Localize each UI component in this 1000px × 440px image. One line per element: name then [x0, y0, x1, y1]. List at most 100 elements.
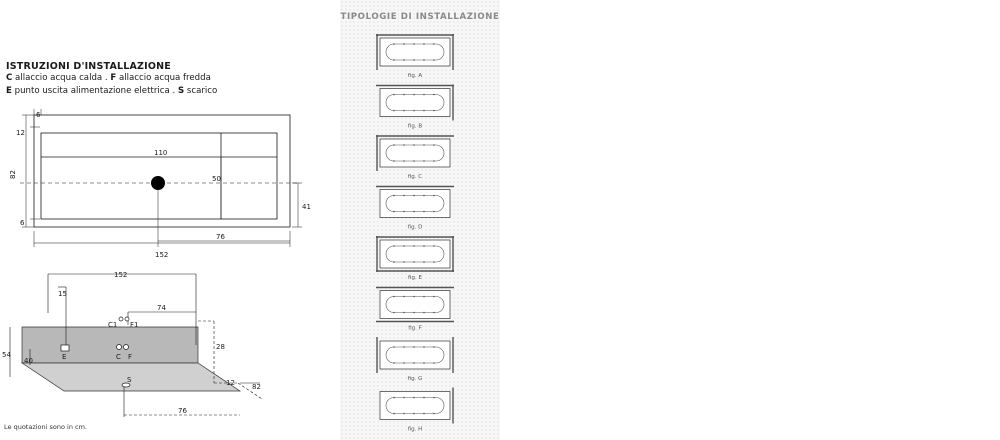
jet-dot [413, 412, 415, 415]
drain-connection [121, 382, 131, 388]
jet-dot [393, 261, 395, 263]
tub-outline [379, 239, 451, 269]
jet-dot [433, 346, 435, 348]
dim-label-41: 41 [302, 203, 311, 211]
tub-basin [385, 245, 445, 263]
iso-dim-label-76: 76 [178, 407, 187, 415]
drain-hole [151, 176, 165, 190]
jet-dot [433, 396, 435, 399]
label-f1: F1 [130, 321, 138, 329]
dim-label-50: 50 [212, 175, 221, 183]
jet-dot [403, 93, 405, 96]
legend-text-s: scarico [186, 86, 218, 96]
tub-basin [385, 195, 445, 212]
jet-dot [433, 194, 435, 197]
jet-dot [423, 245, 425, 247]
legend-key-s: S [177, 86, 185, 96]
label-e: E [62, 353, 66, 361]
tub-outline [379, 391, 451, 420]
legend-separator: . [102, 73, 111, 83]
jet-dot [403, 346, 405, 348]
instructions-title: ISTRUZIONI D'INSTALLAZIONE [6, 61, 171, 72]
jet-dot [413, 245, 415, 247]
jet-dot [413, 362, 415, 364]
jet-dot [423, 59, 425, 61]
jet-dot [413, 93, 415, 96]
legend-separator: . [169, 86, 178, 96]
installation-types-panel [340, 0, 500, 440]
dim-label-6-top: 6 [36, 111, 41, 119]
jet-dot [393, 93, 395, 96]
jet-dot [403, 396, 405, 399]
cold-water-connection [123, 344, 129, 350]
jet-dot [403, 109, 405, 112]
units-note: Le quotazioni sono in cm. [4, 423, 88, 431]
jet-dot [423, 210, 425, 213]
hot-water-upper-connection [118, 316, 124, 322]
jet-dot [433, 160, 435, 162]
jet-dot [393, 295, 395, 298]
iso-dim-label-74: 74 [157, 304, 166, 312]
installation-figure: fig. D [376, 185, 454, 231]
iso-dim-label-82: 82 [252, 383, 261, 391]
tub-outline [379, 37, 451, 67]
jet-dot [433, 109, 435, 112]
jet-dot [433, 59, 435, 61]
jet-dot [393, 362, 395, 364]
jet-dot [393, 194, 395, 197]
jet-dot [403, 261, 405, 263]
jet-dot [403, 210, 405, 213]
jet-dot [403, 43, 405, 45]
jet-dot [403, 245, 405, 247]
hot-water-connection [116, 344, 122, 350]
jet-dot [393, 412, 395, 415]
jet-dot [403, 194, 405, 197]
jet-dot [423, 160, 425, 162]
label-c1: C1 [108, 321, 117, 329]
jet-dot [423, 144, 425, 146]
legend-key-c: C [6, 73, 13, 83]
legend-text-e: punto uscita alimentazione elettrica [14, 86, 170, 96]
jet-dot [393, 160, 395, 162]
jet-dot [393, 210, 395, 213]
tub-outline [379, 340, 451, 370]
jet-dot [413, 261, 415, 263]
jet-dot [393, 245, 395, 247]
tub-outline [379, 138, 451, 168]
jet-dot [433, 210, 435, 213]
figure-label: fig. F [408, 326, 422, 332]
legend-line-hot-cold: C allaccio acqua calda . F allaccio acqu… [6, 73, 211, 83]
jet-dot [433, 362, 435, 364]
tub-basin [385, 346, 445, 364]
figure-label: fig. D [408, 225, 423, 231]
legend-key-f: F [110, 73, 117, 83]
top-view-drawing: 6 12 82 6 110 50 41 76 152 [9, 109, 311, 259]
dim-label-82: 82 [9, 170, 17, 179]
jet-dot [433, 295, 435, 298]
jet-dot [413, 43, 415, 45]
dim-label-12: 12 [16, 129, 25, 137]
figure-label: fig. E [408, 275, 422, 281]
dim-label-110: 110 [154, 149, 167, 157]
tub-basin [385, 296, 445, 313]
jet-dot [433, 245, 435, 247]
jet-dot [413, 194, 415, 197]
jet-dot [413, 295, 415, 298]
figure-label: fig. G [408, 376, 423, 382]
tub-basin [385, 397, 445, 414]
electric-outlet-marker [60, 344, 70, 352]
tub-basin [385, 43, 445, 61]
jet-dot [393, 346, 395, 348]
jet-dot [393, 144, 395, 146]
iso-dim-label-40: 40 [24, 357, 33, 365]
cold-water-upper-connection [124, 316, 130, 322]
jet-dot [413, 144, 415, 146]
jet-dot [423, 362, 425, 364]
jet-dot [433, 311, 435, 314]
installation-figure: fig. C [376, 135, 454, 180]
jet-dot [423, 43, 425, 45]
label-c: C [116, 353, 121, 361]
tub-outer-outline [33, 114, 291, 228]
jet-dot [393, 43, 395, 45]
